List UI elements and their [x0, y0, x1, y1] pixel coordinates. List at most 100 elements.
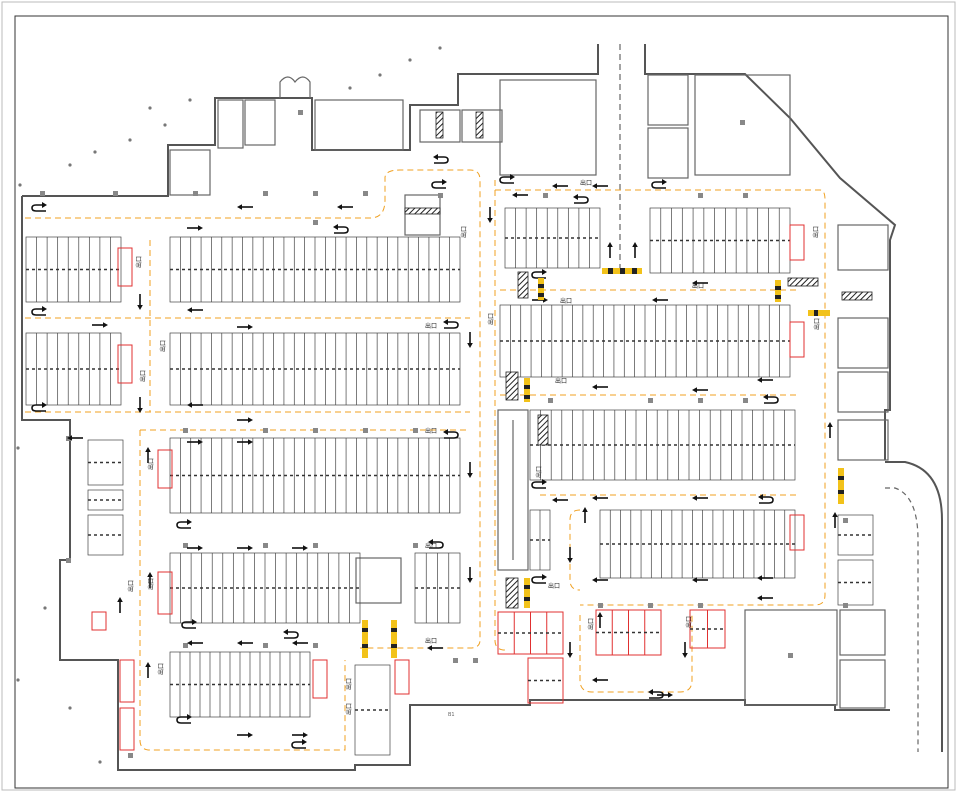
u-turn-arrow-icon — [181, 619, 197, 629]
exit-sign-label: 出口 — [147, 458, 155, 470]
direction-arrow-icon — [552, 183, 568, 189]
site-marker — [68, 163, 72, 167]
direction-arrow-icon — [832, 512, 838, 528]
site-marker — [378, 73, 382, 77]
accessible-stall — [117, 344, 133, 384]
column-icon — [843, 518, 848, 523]
direction-arrow-icon — [137, 294, 143, 310]
direction-arrows — [31, 154, 838, 749]
column-icon — [313, 543, 318, 548]
exit-sign-icon: 出口 — [425, 637, 437, 645]
u-turn-arrow-icon — [176, 714, 192, 724]
exit-sign-icon: 出口 — [159, 340, 167, 352]
exit-sign-icon: 出口 — [425, 542, 437, 550]
column-icon — [66, 558, 71, 563]
u-turn-arrow-icon — [499, 174, 515, 184]
exit-sign-icon: 出口 — [580, 179, 592, 187]
exit-sign-label: 出口 — [139, 370, 147, 382]
direction-arrow-icon — [137, 397, 143, 413]
column-icon — [313, 643, 318, 648]
direction-arrow-icon — [632, 242, 638, 258]
exit-sign-icon: 出口 — [345, 703, 353, 715]
exit-sign-label: 出口 — [135, 256, 143, 268]
exit-sign-icon: 出口 — [147, 578, 155, 590]
direction-arrow-icon — [592, 495, 608, 501]
accessible-stall — [119, 707, 135, 751]
direction-arrow-icon — [337, 204, 353, 210]
accessible-stall — [789, 321, 805, 358]
u-turn-arrow-icon — [283, 629, 299, 639]
exit-sign-icon: 出口 — [425, 427, 437, 435]
u-turn-arrow-icon — [31, 306, 47, 316]
direction-arrow-icon — [147, 572, 153, 588]
column-icon — [473, 658, 478, 663]
direction-arrow-icon — [607, 242, 613, 258]
direction-arrow-icon — [237, 732, 253, 738]
stall-block — [25, 332, 122, 406]
column-icon — [698, 193, 703, 198]
direction-arrow-icon — [592, 183, 608, 189]
exit-sign-icon: 出口 — [157, 663, 165, 675]
stall-block — [354, 664, 391, 756]
direction-arrow-icon — [237, 545, 253, 551]
direction-arrow-icon — [467, 332, 473, 348]
drive-lanes — [25, 169, 826, 751]
direction-arrow-icon — [567, 547, 573, 563]
top-left-rooms — [169, 76, 597, 236]
speed-bump-icon — [517, 271, 529, 299]
direction-arrow-icon — [187, 640, 203, 646]
exit-sign-label: 出口 — [147, 578, 155, 590]
barrier-gate-icon — [524, 578, 530, 608]
column-icon — [263, 643, 268, 648]
direction-arrow-icon — [427, 645, 443, 651]
exit-sign-icon: 出口 — [692, 282, 704, 290]
column-icon — [363, 191, 368, 196]
u-turn-arrow-icon — [651, 179, 667, 189]
u-turn-arrow-icon — [648, 689, 664, 699]
column-icon — [648, 398, 653, 403]
direction-arrow-icon — [467, 567, 473, 583]
accessible-stall — [394, 659, 410, 695]
exit-sign-icon: 出口 — [135, 256, 143, 268]
direction-arrow-icon — [597, 612, 603, 628]
site-marker — [348, 86, 352, 90]
column-icon — [113, 191, 118, 196]
direction-arrow-icon — [187, 545, 203, 551]
sheet-mark: B1 — [448, 712, 455, 718]
u-turn-arrow-icon — [758, 494, 774, 504]
stall-block — [499, 304, 791, 378]
speed-bump-icon — [787, 277, 819, 287]
stall-block — [504, 207, 601, 269]
direction-arrow-icon — [692, 387, 708, 393]
stall-block — [87, 514, 124, 556]
special-stalls — [91, 224, 805, 751]
site-marker — [43, 606, 47, 610]
u-turn-arrow-icon — [573, 194, 589, 204]
site-marker — [148, 106, 152, 110]
column-icon — [40, 191, 45, 196]
column-icon — [263, 543, 268, 548]
direction-arrow-icon — [92, 322, 108, 328]
column-icon — [543, 193, 548, 198]
exit-sign-label: 出口 — [460, 226, 468, 238]
exit-sign-icon: 出口 — [535, 466, 543, 478]
exit-sign-label: 出口 — [548, 582, 560, 590]
direction-arrow-icon — [237, 439, 253, 445]
u-turn-arrow-icon — [291, 739, 307, 749]
direction-arrow-icon — [567, 642, 573, 658]
accessible-stall — [157, 449, 173, 489]
column-icon — [740, 120, 745, 125]
barrier-gate-icon — [775, 280, 781, 302]
direction-arrow-icon — [237, 417, 253, 423]
stall-block — [497, 611, 564, 655]
direction-arrow-icon — [292, 640, 308, 646]
site-marker — [68, 706, 72, 710]
direction-arrow-icon — [187, 225, 203, 231]
direction-arrow-icon — [652, 297, 668, 303]
site-marker — [128, 138, 132, 142]
exit-sign-icon: 出口 — [685, 616, 693, 628]
direction-arrow-icon — [582, 507, 588, 523]
stall-block — [837, 559, 874, 606]
